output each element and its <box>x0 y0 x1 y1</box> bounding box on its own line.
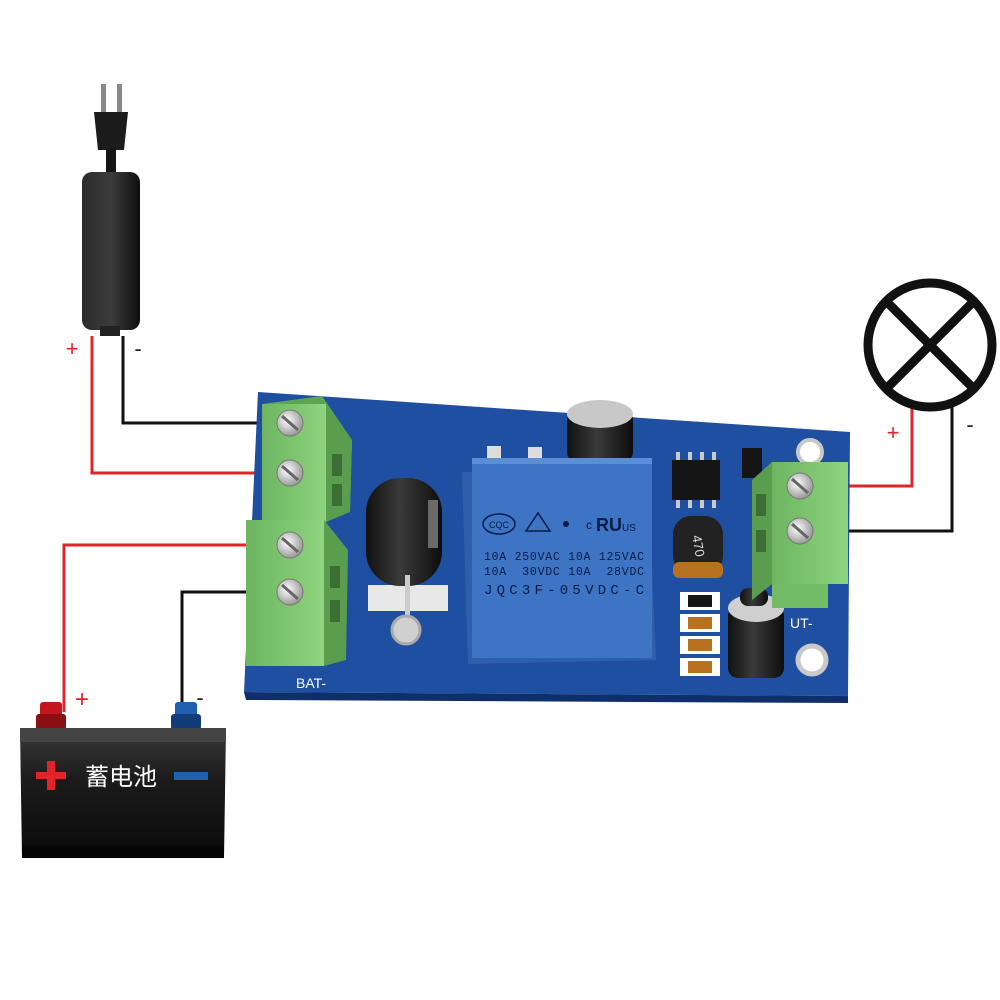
wire-lamp-negative <box>800 404 954 533</box>
transistor <box>742 448 762 478</box>
bat-label: BAT- <box>296 675 326 691</box>
adapter-body <box>82 172 140 330</box>
ic-pins <box>676 452 716 508</box>
mount-hole-bottom <box>795 643 829 677</box>
cqc-mark <box>482 513 516 535</box>
terminal-block-output <box>752 462 848 608</box>
diode-lead <box>405 575 410 630</box>
battery-label: 蓄电池 <box>85 764 157 791</box>
lamp-cross-b <box>882 297 978 393</box>
plug-cord <box>106 148 116 176</box>
relay-dot <box>563 521 569 527</box>
diode <box>366 478 442 586</box>
lamp-plus-label: + <box>887 420 900 445</box>
plug-pin-left <box>101 84 106 114</box>
warning-triangle <box>524 511 552 532</box>
lamp-symbol <box>863 278 997 412</box>
battery: 蓄电池 <box>20 702 226 858</box>
wires <box>62 336 954 712</box>
relay-module-board: BAT- UT- CQC c RU US 10A 250VAC 10A 125V… <box>244 392 850 703</box>
wire-adapter-negative <box>121 336 290 425</box>
terminal-block-battery <box>246 520 348 666</box>
capacitor-top-cap <box>567 400 633 428</box>
power-adapter <box>82 84 140 336</box>
battery-minus-label: - <box>196 685 203 710</box>
relay-rating-line-2: 10A 30VDC 10A 28VDC <box>484 566 644 579</box>
plug-pin-right <box>117 84 122 114</box>
mount-hole-top <box>796 438 824 466</box>
relay-rating-line-1: 10A 250VAC 10A 125VAC <box>484 551 644 564</box>
battery-body <box>20 728 226 858</box>
relay-body <box>472 458 652 658</box>
relay-cert-us: US <box>622 523 636 534</box>
relay-model: JQC3F-05VDC-C <box>484 583 644 599</box>
capacitor-bottom <box>728 606 784 678</box>
inductor <box>673 516 723 574</box>
adapter-cord-end <box>100 326 120 336</box>
adapter-minus-label: - <box>134 336 141 361</box>
relay: CQC c RU US 10A 250VAC 10A 125VAC 10A 30… <box>462 458 656 664</box>
lamp-minus-label: - <box>966 412 973 437</box>
inductor-label: 470 <box>689 534 708 558</box>
out-label: UT- <box>790 615 813 631</box>
diode-band <box>428 500 438 548</box>
ul-mark: RU <box>596 515 622 535</box>
smd-resistors <box>680 592 720 676</box>
ic-chip <box>672 460 720 500</box>
relay-cert: c <box>586 518 592 532</box>
relay-brand: CQC <box>489 520 510 530</box>
pcb-edge <box>244 692 848 703</box>
terminal-block-input <box>262 396 352 522</box>
battery-plus-label: + <box>75 686 89 713</box>
inductor-base <box>673 562 723 578</box>
adapter-plus-label: + <box>66 336 79 361</box>
battery-minus-sign <box>174 772 208 780</box>
wire-adapter-positive <box>90 336 290 475</box>
diode-solder <box>390 614 422 646</box>
wire-battery-positive <box>62 543 290 712</box>
plug-head <box>94 112 128 150</box>
